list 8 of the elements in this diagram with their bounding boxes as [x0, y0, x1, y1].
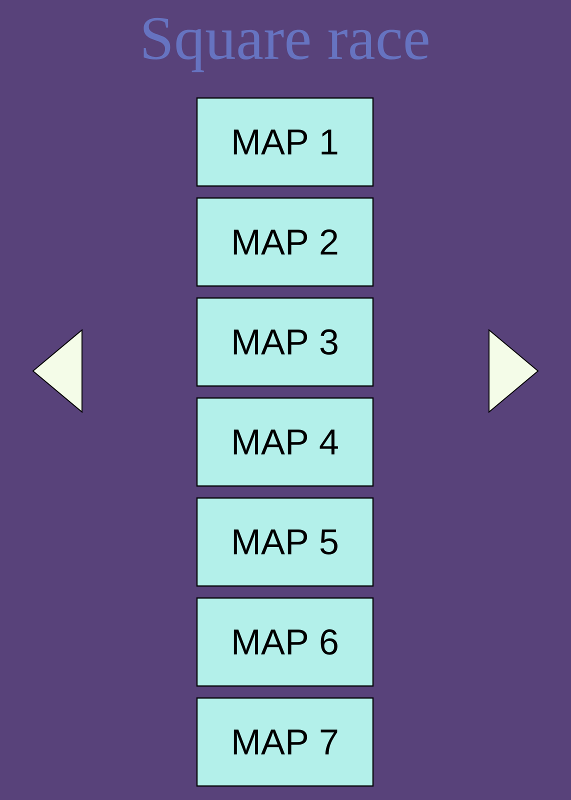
map-button: MAP 2: [196, 197, 374, 287]
map-button: MAP 7: [196, 697, 374, 787]
map-button: MAP 6: [196, 597, 374, 687]
map-button: MAP 3: [196, 297, 374, 387]
map-button: MAP 1: [196, 97, 374, 187]
map-button: MAP 5: [196, 497, 374, 587]
map-button: MAP 4: [196, 397, 374, 487]
title: Square race: [144, 18, 428, 72]
